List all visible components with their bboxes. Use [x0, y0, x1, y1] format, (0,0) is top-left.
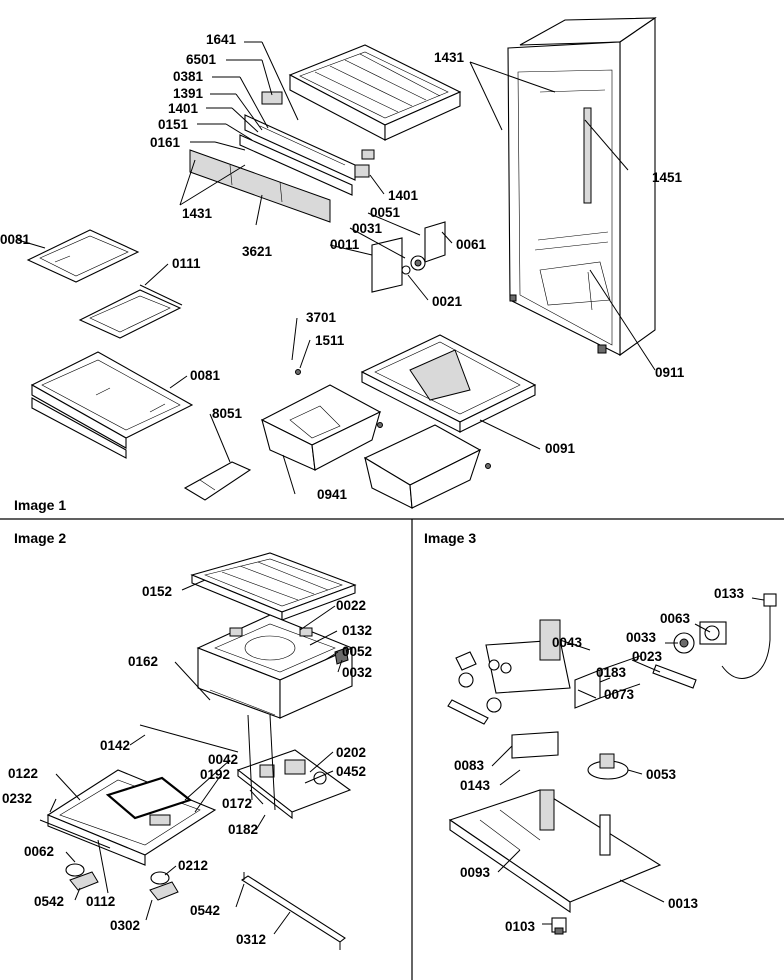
callout-1431-right: 1431 [434, 50, 465, 65]
callout-0192: 0192 [200, 767, 230, 782]
callout-0063: 0063 [660, 611, 691, 626]
callout-0161: 0161 [150, 135, 181, 150]
callout-0053: 0053 [646, 767, 677, 782]
image-1-leaders [17, 41, 656, 495]
callout-0111: 0111 [172, 256, 201, 271]
callout-8051: 8051 [212, 406, 243, 421]
callout-0081-bottom: 0081 [190, 368, 221, 383]
callout-0042: 0042 [208, 752, 238, 767]
callout-1401-right: 1401 [388, 188, 419, 203]
callout-0542-left: 0542 [34, 894, 64, 909]
image-1-callouts: 1641 6501 0381 1391 1401 0151 0161 1431 … [0, 32, 685, 502]
callout-0112: 0112 [86, 894, 115, 909]
callout-0183: 0183 [596, 665, 627, 680]
callout-0021: 0021 [432, 294, 463, 309]
callout-0381: 0381 [173, 69, 204, 84]
callout-0151: 0151 [158, 117, 189, 132]
callout-0182: 0182 [228, 822, 258, 837]
callout-0052: 0052 [342, 644, 372, 659]
callout-0122: 0122 [8, 766, 38, 781]
callout-0941: 0941 [317, 487, 348, 502]
callout-0152: 0152 [142, 584, 172, 599]
callout-0103: 0103 [505, 919, 536, 934]
callout-3701: 3701 [306, 310, 337, 325]
control-damper [371, 221, 446, 293]
callout-1641: 1641 [206, 32, 237, 47]
callout-0083: 0083 [454, 758, 485, 773]
callout-0011: 0011 [330, 237, 360, 252]
image-3-leaders [491, 597, 765, 925]
callout-0033: 0033 [626, 630, 657, 645]
callout-0312: 0312 [236, 932, 266, 947]
callout-0162: 0162 [128, 654, 158, 669]
callout-0093: 0093 [460, 865, 491, 880]
callout-0143: 0143 [460, 778, 491, 793]
image-2-leaders [49, 579, 343, 935]
callout-0091: 0091 [545, 441, 576, 456]
callout-0013: 0013 [668, 896, 699, 911]
callout-0542-right: 0542 [190, 903, 220, 918]
callout-3621: 3621 [242, 244, 273, 259]
callout-0133: 0133 [714, 586, 745, 601]
freezer-shelf-assembly [189, 44, 462, 223]
image-2-artwork [39, 552, 357, 950]
callout-0452: 0452 [336, 764, 366, 779]
callout-0062: 0062 [24, 844, 54, 859]
image-2-callouts: 0152 0022 0132 0052 0032 0162 0142 0202 … [2, 584, 372, 947]
panel-dividers [0, 518, 784, 980]
callout-0023: 0023 [632, 649, 663, 664]
callout-1431-left: 1431 [182, 206, 213, 221]
fresh-food-shelves [26, 229, 252, 501]
callout-0043: 0043 [552, 635, 583, 650]
callout-0911: 0911 [655, 365, 685, 380]
callout-1391: 1391 [173, 86, 204, 101]
callout-0212: 0212 [178, 858, 208, 873]
panel-title-image-1: Image 1 [14, 497, 66, 513]
callout-0073: 0073 [604, 687, 635, 702]
callout-0051: 0051 [370, 205, 401, 220]
callout-1511: 1511 [315, 333, 345, 348]
callout-0172: 0172 [222, 796, 252, 811]
image-3-artwork [447, 593, 777, 935]
callout-0032: 0032 [342, 665, 372, 680]
panel-title-image-3: Image 3 [424, 530, 476, 546]
image-3-callouts: 0133 0063 0033 0043 0023 0183 0073 0083 … [454, 586, 745, 934]
callout-1451: 1451 [652, 170, 683, 185]
callout-0132: 0132 [342, 623, 372, 638]
callout-0232: 0232 [2, 791, 32, 806]
callout-0061: 0061 [456, 237, 487, 252]
callout-0081-top: 0081 [0, 232, 31, 247]
refrigerator-cabinet [507, 16, 657, 357]
callout-0031: 0031 [352, 221, 383, 236]
callout-0142: 0142 [100, 738, 130, 753]
callout-6501: 6501 [186, 52, 217, 67]
callout-1401: 1401 [168, 101, 199, 116]
image-1-artwork [26, 16, 657, 509]
callout-0202: 0202 [336, 745, 366, 760]
callout-0022: 0022 [336, 598, 366, 613]
crisper-assembly [260, 334, 537, 509]
panel-title-image-2: Image 2 [14, 530, 66, 546]
callout-0302: 0302 [110, 918, 140, 933]
